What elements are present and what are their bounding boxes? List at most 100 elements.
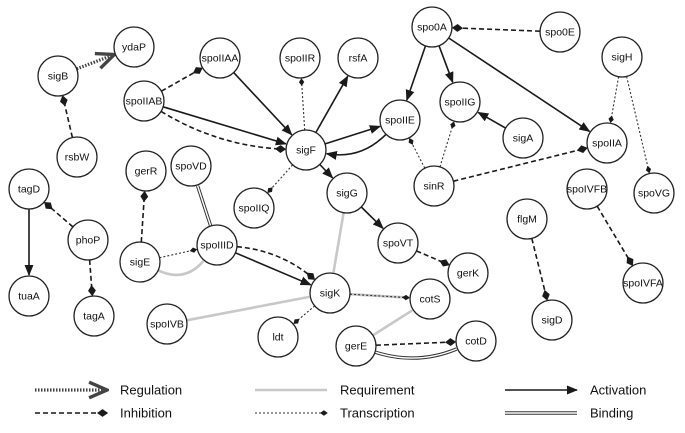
- node-label: sigA: [513, 133, 533, 145]
- node-taga[interactable]: tagA: [73, 295, 115, 337]
- node-label: tuaA: [18, 291, 40, 303]
- legend-label: Regulation: [120, 383, 182, 398]
- node-circle: [633, 172, 675, 214]
- edge-sigk-cots-transcription: [349, 293, 410, 301]
- edge-sigb-ydap-regulation: [76, 55, 115, 71]
- edge-sigf-sigg-activation: [319, 163, 334, 179]
- node-circle: [8, 275, 50, 317]
- node-circle: [411, 6, 453, 48]
- edge-spoiiid-sigk-activation: [235, 252, 312, 286]
- node-circle: [506, 198, 548, 240]
- edge-spoivfb-spoivfa-inhibition: [596, 205, 634, 266]
- edge-sigg-sigk-requirement: [332, 212, 345, 273]
- node-circle: [539, 11, 581, 53]
- node-sigk[interactable]: sigK: [309, 272, 351, 314]
- node-label: sigD: [541, 315, 562, 327]
- node-label: phoP: [76, 235, 101, 247]
- node-spoiig[interactable]: spoIIG: [439, 81, 481, 123]
- node-spoiir[interactable]: spoIIR: [279, 37, 321, 79]
- node-label: sigK: [320, 288, 340, 300]
- node-circle: [125, 150, 167, 192]
- node-siga[interactable]: sigA: [502, 117, 544, 159]
- node-label: sigE: [130, 257, 150, 269]
- node-circle: [233, 187, 275, 229]
- node-sigf[interactable]: sigF: [285, 129, 327, 171]
- edge-gere-cots-requirement: [372, 309, 413, 337]
- node-circle: [335, 325, 377, 367]
- node-gerr[interactable]: gerR: [125, 150, 167, 192]
- node-spovg[interactable]: spoVG: [633, 172, 675, 214]
- node-gere[interactable]: gerE: [335, 325, 377, 367]
- node-circle: [257, 316, 299, 358]
- node-tagd[interactable]: tagD: [8, 168, 50, 210]
- node-label: spoVD: [175, 161, 207, 173]
- node-circle: [67, 219, 109, 261]
- edge-sigf-spoiie-activation: [324, 125, 382, 145]
- node-spoiiid[interactable]: spoIIID: [196, 224, 238, 266]
- legend-item-activation: Activation: [505, 383, 646, 398]
- node-circle: [447, 252, 489, 294]
- node-phop[interactable]: phoP: [67, 219, 109, 261]
- node-spo0e[interactable]: spo0E: [539, 11, 581, 53]
- node-label: spoIIQ: [239, 203, 270, 215]
- node-circle: [377, 222, 419, 264]
- nodes-layer: ydaP sigB rsbW spoIIAA spoIIR rsfA spoIIAB spo0…: [8, 6, 675, 367]
- node-label: flgM: [517, 214, 537, 226]
- edge-phop-tagd-inhibition: [44, 201, 74, 228]
- node-spoiie[interactable]: spoIIE: [379, 99, 421, 141]
- node-circle: [279, 37, 321, 79]
- node-circle: [73, 295, 115, 337]
- node-spoivfb[interactable]: spoIVFB: [566, 168, 608, 210]
- node-cotd[interactable]: cotD: [455, 320, 497, 362]
- edge-sinr-spoiia-inhibition: [453, 145, 588, 182]
- node-spovt[interactable]: spoVT: [377, 222, 419, 264]
- node-circle: [379, 99, 421, 141]
- node-spovd[interactable]: spoVD: [170, 145, 212, 187]
- node-circle: [502, 117, 544, 159]
- node-label: sigF: [296, 145, 316, 157]
- node-spoiiab[interactable]: spoIIAB: [123, 80, 165, 122]
- node-sigg[interactable]: sigG: [326, 172, 368, 214]
- node-spoiiaa[interactable]: spoIIAA: [199, 37, 241, 79]
- node-rsbw[interactable]: rsbW: [56, 136, 98, 178]
- node-rsfa[interactable]: rsfA: [337, 37, 379, 79]
- node-label: gerR: [135, 166, 158, 178]
- node-cots[interactable]: cotS: [409, 278, 451, 320]
- node-sinr[interactable]: sinR: [413, 165, 455, 207]
- node-spo0a[interactable]: spo0A: [411, 6, 453, 48]
- edge-sigh-spoiia-transcription: [608, 76, 620, 124]
- node-ldt[interactable]: ldt: [257, 316, 299, 358]
- node-spoivfa[interactable]: spoIVFA: [622, 262, 664, 304]
- node-label: cotD: [465, 336, 487, 348]
- node-sigh[interactable]: sigH: [601, 36, 643, 78]
- legend-label: Transcription: [340, 406, 415, 421]
- node-circle: [37, 55, 79, 97]
- node-label: spo0A: [417, 22, 447, 34]
- edge-spoivb-sigk-requirement: [186, 295, 310, 322]
- node-spoivb[interactable]: spoIVB: [146, 303, 188, 345]
- node-spoiiq[interactable]: spoIIQ: [233, 187, 275, 229]
- node-ydap[interactable]: ydaP: [113, 26, 155, 68]
- node-sigb[interactable]: sigB: [37, 55, 79, 97]
- node-gerk[interactable]: gerK: [447, 252, 489, 294]
- legend-item-binding: Binding: [505, 406, 633, 421]
- node-circle: [146, 303, 188, 345]
- node-circle: [170, 145, 212, 187]
- legend-item-inhibition: Inhibition: [35, 406, 172, 421]
- node-circle: [113, 26, 155, 68]
- node-tuaa[interactable]: tuaA: [8, 275, 50, 317]
- node-sigd[interactable]: sigD: [531, 299, 573, 341]
- node-flgm[interactable]: flgM: [506, 198, 548, 240]
- node-sige[interactable]: sigE: [119, 241, 161, 283]
- node-circle: [196, 224, 238, 266]
- edge-gere-cotd-inhibition: [375, 338, 457, 347]
- legend-label: Activation: [590, 383, 646, 398]
- legend-label: Inhibition: [120, 406, 172, 421]
- node-spoiia[interactable]: spoIIA: [586, 122, 628, 164]
- edge-spoiie-sigf-activation: [325, 133, 387, 160]
- node-circle: [309, 272, 351, 314]
- node-label: sinR: [423, 181, 444, 193]
- node-label: spoIIE: [385, 115, 415, 127]
